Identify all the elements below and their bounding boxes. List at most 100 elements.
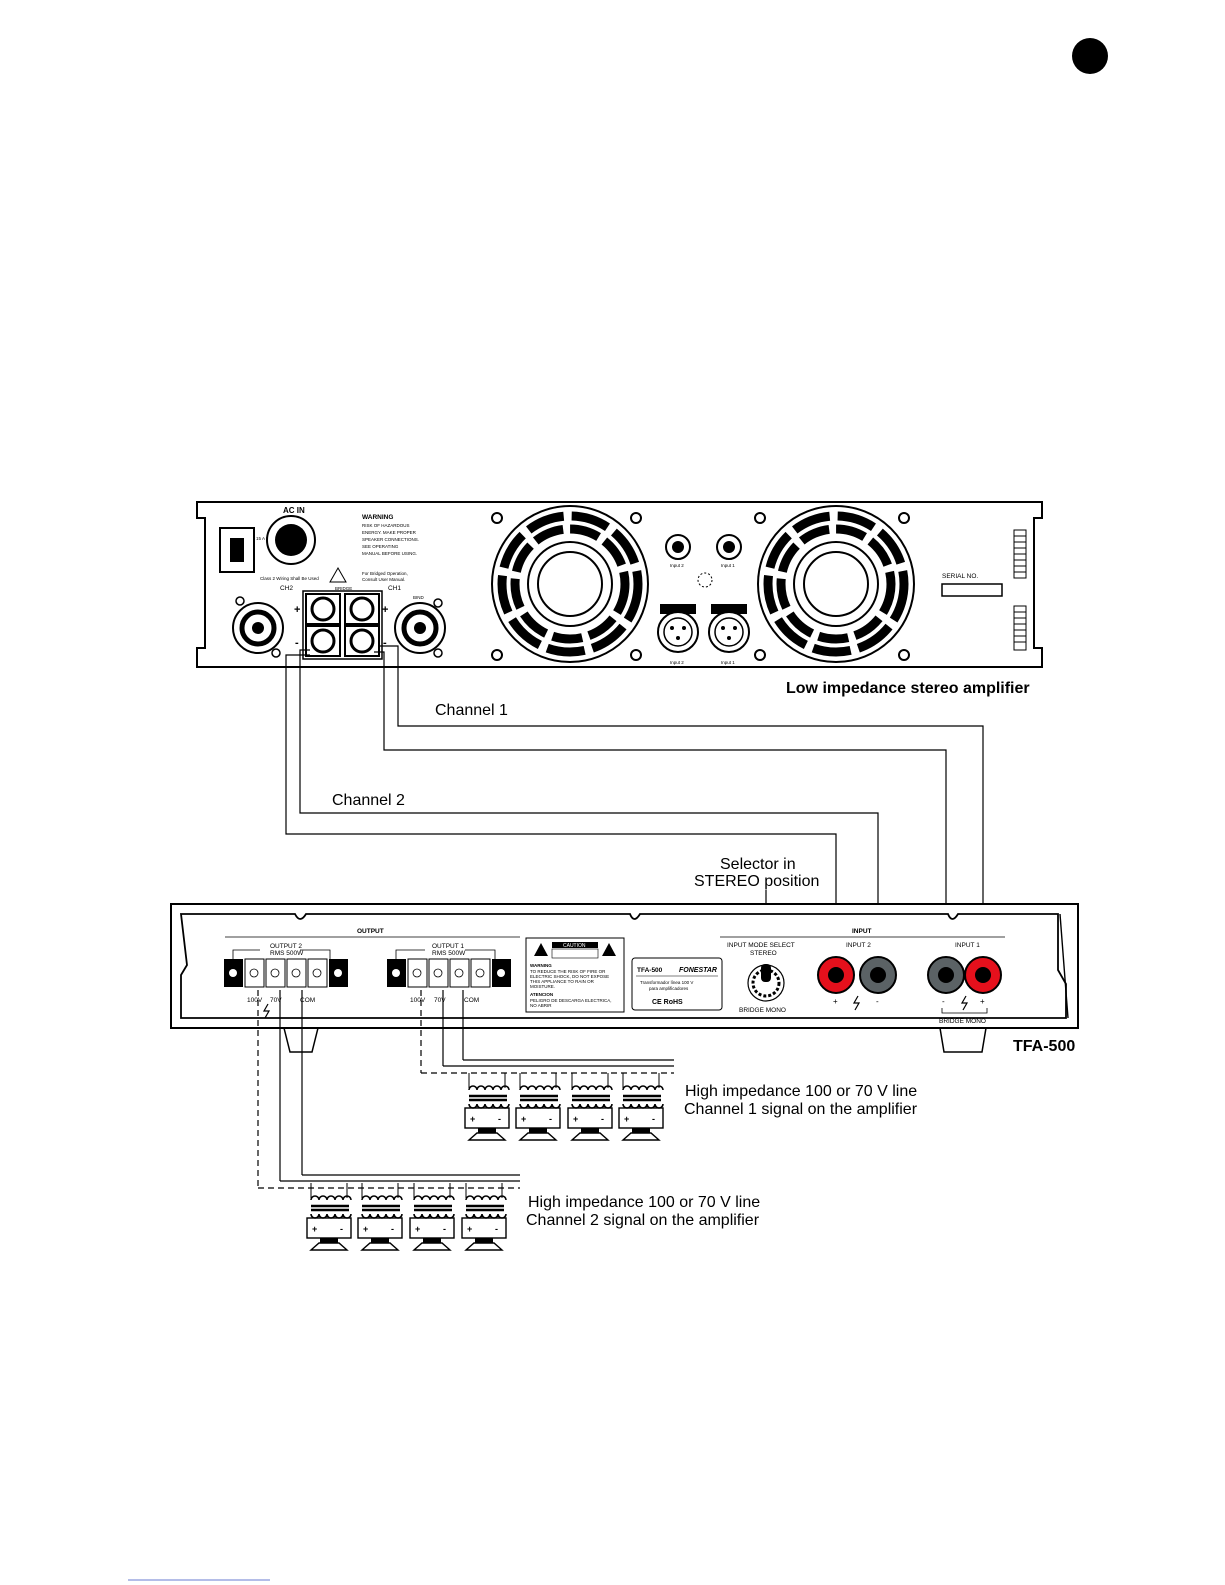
- output1-tap-com: COM: [464, 997, 479, 1004]
- serial-plate: [941, 583, 1003, 597]
- binding-post-ch2-minus[interactable]: [305, 625, 341, 657]
- output1-tap-100v: 100V: [410, 997, 426, 1004]
- svg-text:NO ABRIR: NO ABRIR: [530, 1003, 552, 1008]
- tfa-model-caption: TFA-500: [1013, 1038, 1075, 1055]
- xlr-input-2[interactable]: [657, 604, 699, 653]
- bridge-label: BRIDGE: [335, 586, 352, 591]
- amplifier-rear-panel: 15 A M P AC IN WARNING RISK OF HAZARDOUS…: [196, 501, 1043, 668]
- svg-text:ATENCION: ATENCION: [530, 992, 553, 997]
- polarity-plus-sign: +: [833, 997, 838, 1006]
- svg-text:MOISTURE.: MOISTURE.: [530, 984, 555, 989]
- svg-text:FONESTAR: FONESTAR: [679, 967, 717, 974]
- svg-text:TO REDUCE THE RISK OF FIRE OR: TO REDUCE THE RISK OF FIRE OR: [530, 969, 606, 974]
- output2-tap-com: COM: [300, 997, 315, 1004]
- ch1-label: CH1: [388, 585, 401, 592]
- panel-screws: [491, 512, 910, 661]
- output2-label: OUTPUT 2: [270, 943, 302, 950]
- polarity-minus-sign: -: [876, 997, 879, 1006]
- input-header: INPUT: [852, 928, 872, 935]
- binding-post-ch2-plus[interactable]: [305, 593, 341, 625]
- input1-minus-terminal[interactable]: [927, 956, 965, 994]
- input1-label: INPUT 1: [955, 942, 980, 949]
- svg-text:WARNING: WARNING: [530, 963, 552, 968]
- output2-terminal-strip[interactable]: [224, 958, 348, 988]
- amplifier-warning: WARNING RISK OF HAZARDOUS ENERGY. MAKE P…: [362, 514, 419, 556]
- serial-label: SERIAL NO.: [942, 573, 978, 580]
- svg-text:ELECTRIC SHOCK, DO NOT EXPOSE: ELECTRIC SHOCK, DO NOT EXPOSE: [530, 974, 609, 979]
- polarity-minus-sign: -: [383, 637, 387, 649]
- output1-rms: RMS 500W: [432, 950, 466, 957]
- bridge-mono-switch-label: BRIDGE MONO: [739, 1007, 786, 1014]
- binding-post-ch1-plus[interactable]: [344, 625, 380, 657]
- svg-text:TFA-500: TFA-500: [637, 967, 663, 974]
- bind-label: BIND: [413, 595, 425, 600]
- ch2-label: CH2: [280, 585, 293, 592]
- svg-text:RISK OF HAZARDOUS: RISK OF HAZARDOUS: [362, 523, 410, 528]
- svg-text:SEE OPERATING: SEE OPERATING: [362, 544, 399, 549]
- page-badge-dot: [1072, 38, 1108, 74]
- svg-text:CE RoHS: CE RoHS: [652, 999, 683, 1006]
- speaker-line-ch1-wires: [420, 990, 674, 1074]
- breaker-switch[interactable]: [219, 527, 255, 573]
- lightning-icon: [852, 995, 861, 1011]
- svg-text:MANUAL BEFORE USING.: MANUAL BEFORE USING.: [362, 551, 417, 556]
- speaker-line-ch1-desc: Channel 1 signal on the amplifier: [684, 1101, 918, 1118]
- svg-text:ENERGY. MAKE PROPER: ENERGY. MAKE PROPER: [362, 530, 417, 535]
- input2-minus-terminal[interactable]: [859, 956, 897, 994]
- input-mode-label: INPUT MODE SELECT: [727, 942, 795, 949]
- class2-note: Class 2 Wiring Shall Be Used: [260, 576, 319, 581]
- speaker-line-ch2-title: High impedance 100 or 70 V line: [528, 1194, 760, 1211]
- channel-2-label: Channel 2: [332, 792, 405, 809]
- breaker-label: 15 A M P: [256, 536, 274, 541]
- jack-input-1[interactable]: [716, 534, 742, 560]
- dip-switch-bank-top[interactable]: [1013, 529, 1027, 579]
- ch1-speakers: [463, 1071, 665, 1142]
- input2-label: INPUT 2: [846, 942, 871, 949]
- polarity-minus-sign: -: [295, 637, 299, 649]
- speaker-transformer-icon: [514, 1071, 562, 1142]
- wiring-lines: [285, 645, 984, 970]
- caution-label: CAUTION WARNING TO REDUCE THE RISK OF FI…: [525, 937, 625, 1013]
- output1-label: OUTPUT 1: [432, 943, 464, 950]
- speaker-line-ch2-desc: Channel 2 signal on the amplifier: [526, 1212, 760, 1229]
- svg-text:para amplificadores: para amplificadores: [649, 986, 689, 991]
- output1-terminal-strip[interactable]: [387, 958, 511, 988]
- input2-plus-terminal[interactable]: [817, 956, 855, 994]
- speaker-transformer-icon: [617, 1071, 665, 1142]
- bridge-mono-label: BRIDGE MONO: [939, 1018, 986, 1025]
- speakon-ch1[interactable]: [394, 598, 446, 658]
- xlr-input-1[interactable]: [708, 604, 750, 653]
- speakon-ch2[interactable]: [232, 596, 284, 658]
- foot-right: [939, 1027, 987, 1053]
- polarity-plus-sign: +: [980, 997, 985, 1006]
- speaker-line-ch1-title: High impedance 100 or 70 V line: [685, 1083, 917, 1100]
- ac-in-label: AC IN: [283, 506, 305, 515]
- output2-tap-100v: 100V: [247, 997, 263, 1004]
- input1-plus-terminal[interactable]: [964, 956, 1002, 994]
- speaker-transformer-icon: [408, 1181, 456, 1252]
- channel-1-label: Channel 1: [435, 702, 508, 719]
- svg-text:SPEAKER CONNECTIONS.: SPEAKER CONNECTIONS.: [362, 537, 419, 542]
- selector-note-line2: STEREO position: [694, 873, 819, 890]
- lightning-icon: [960, 995, 969, 1011]
- signal-level-knob[interactable]: [697, 572, 713, 588]
- output2-rms: RMS 500W: [270, 950, 304, 957]
- polarity-minus-sign: -: [942, 997, 945, 1006]
- polarity-plus-sign: +: [294, 604, 300, 616]
- svg-text:Transformador línea 100 V: Transformador línea 100 V: [640, 980, 693, 985]
- output1-tap-70v: 70V: [434, 997, 446, 1004]
- speaker-transformer-icon: [566, 1071, 614, 1142]
- ch2-speakers: [305, 1181, 508, 1252]
- svg-text:WARNING: WARNING: [362, 514, 393, 521]
- input-mode-toggle[interactable]: [747, 964, 785, 1002]
- dip-switch-bank-bottom[interactable]: [1013, 605, 1027, 651]
- speaker-transformer-icon: [460, 1181, 508, 1252]
- jack-input-2-label: Input 2: [670, 563, 684, 568]
- amplifier-caption: Low impedance stereo amplifier: [786, 680, 1030, 697]
- jack-input-1-label: Input 1: [721, 563, 735, 568]
- binding-post-ch1-minus[interactable]: [344, 593, 380, 625]
- bridged-note-1: For Bridged Operation,: [362, 571, 408, 576]
- jack-input-2[interactable]: [665, 534, 691, 560]
- tfa-500-panel: OUTPUT INPUT OUTPUT 2 RMS 500W 100V 70V …: [170, 903, 1079, 1053]
